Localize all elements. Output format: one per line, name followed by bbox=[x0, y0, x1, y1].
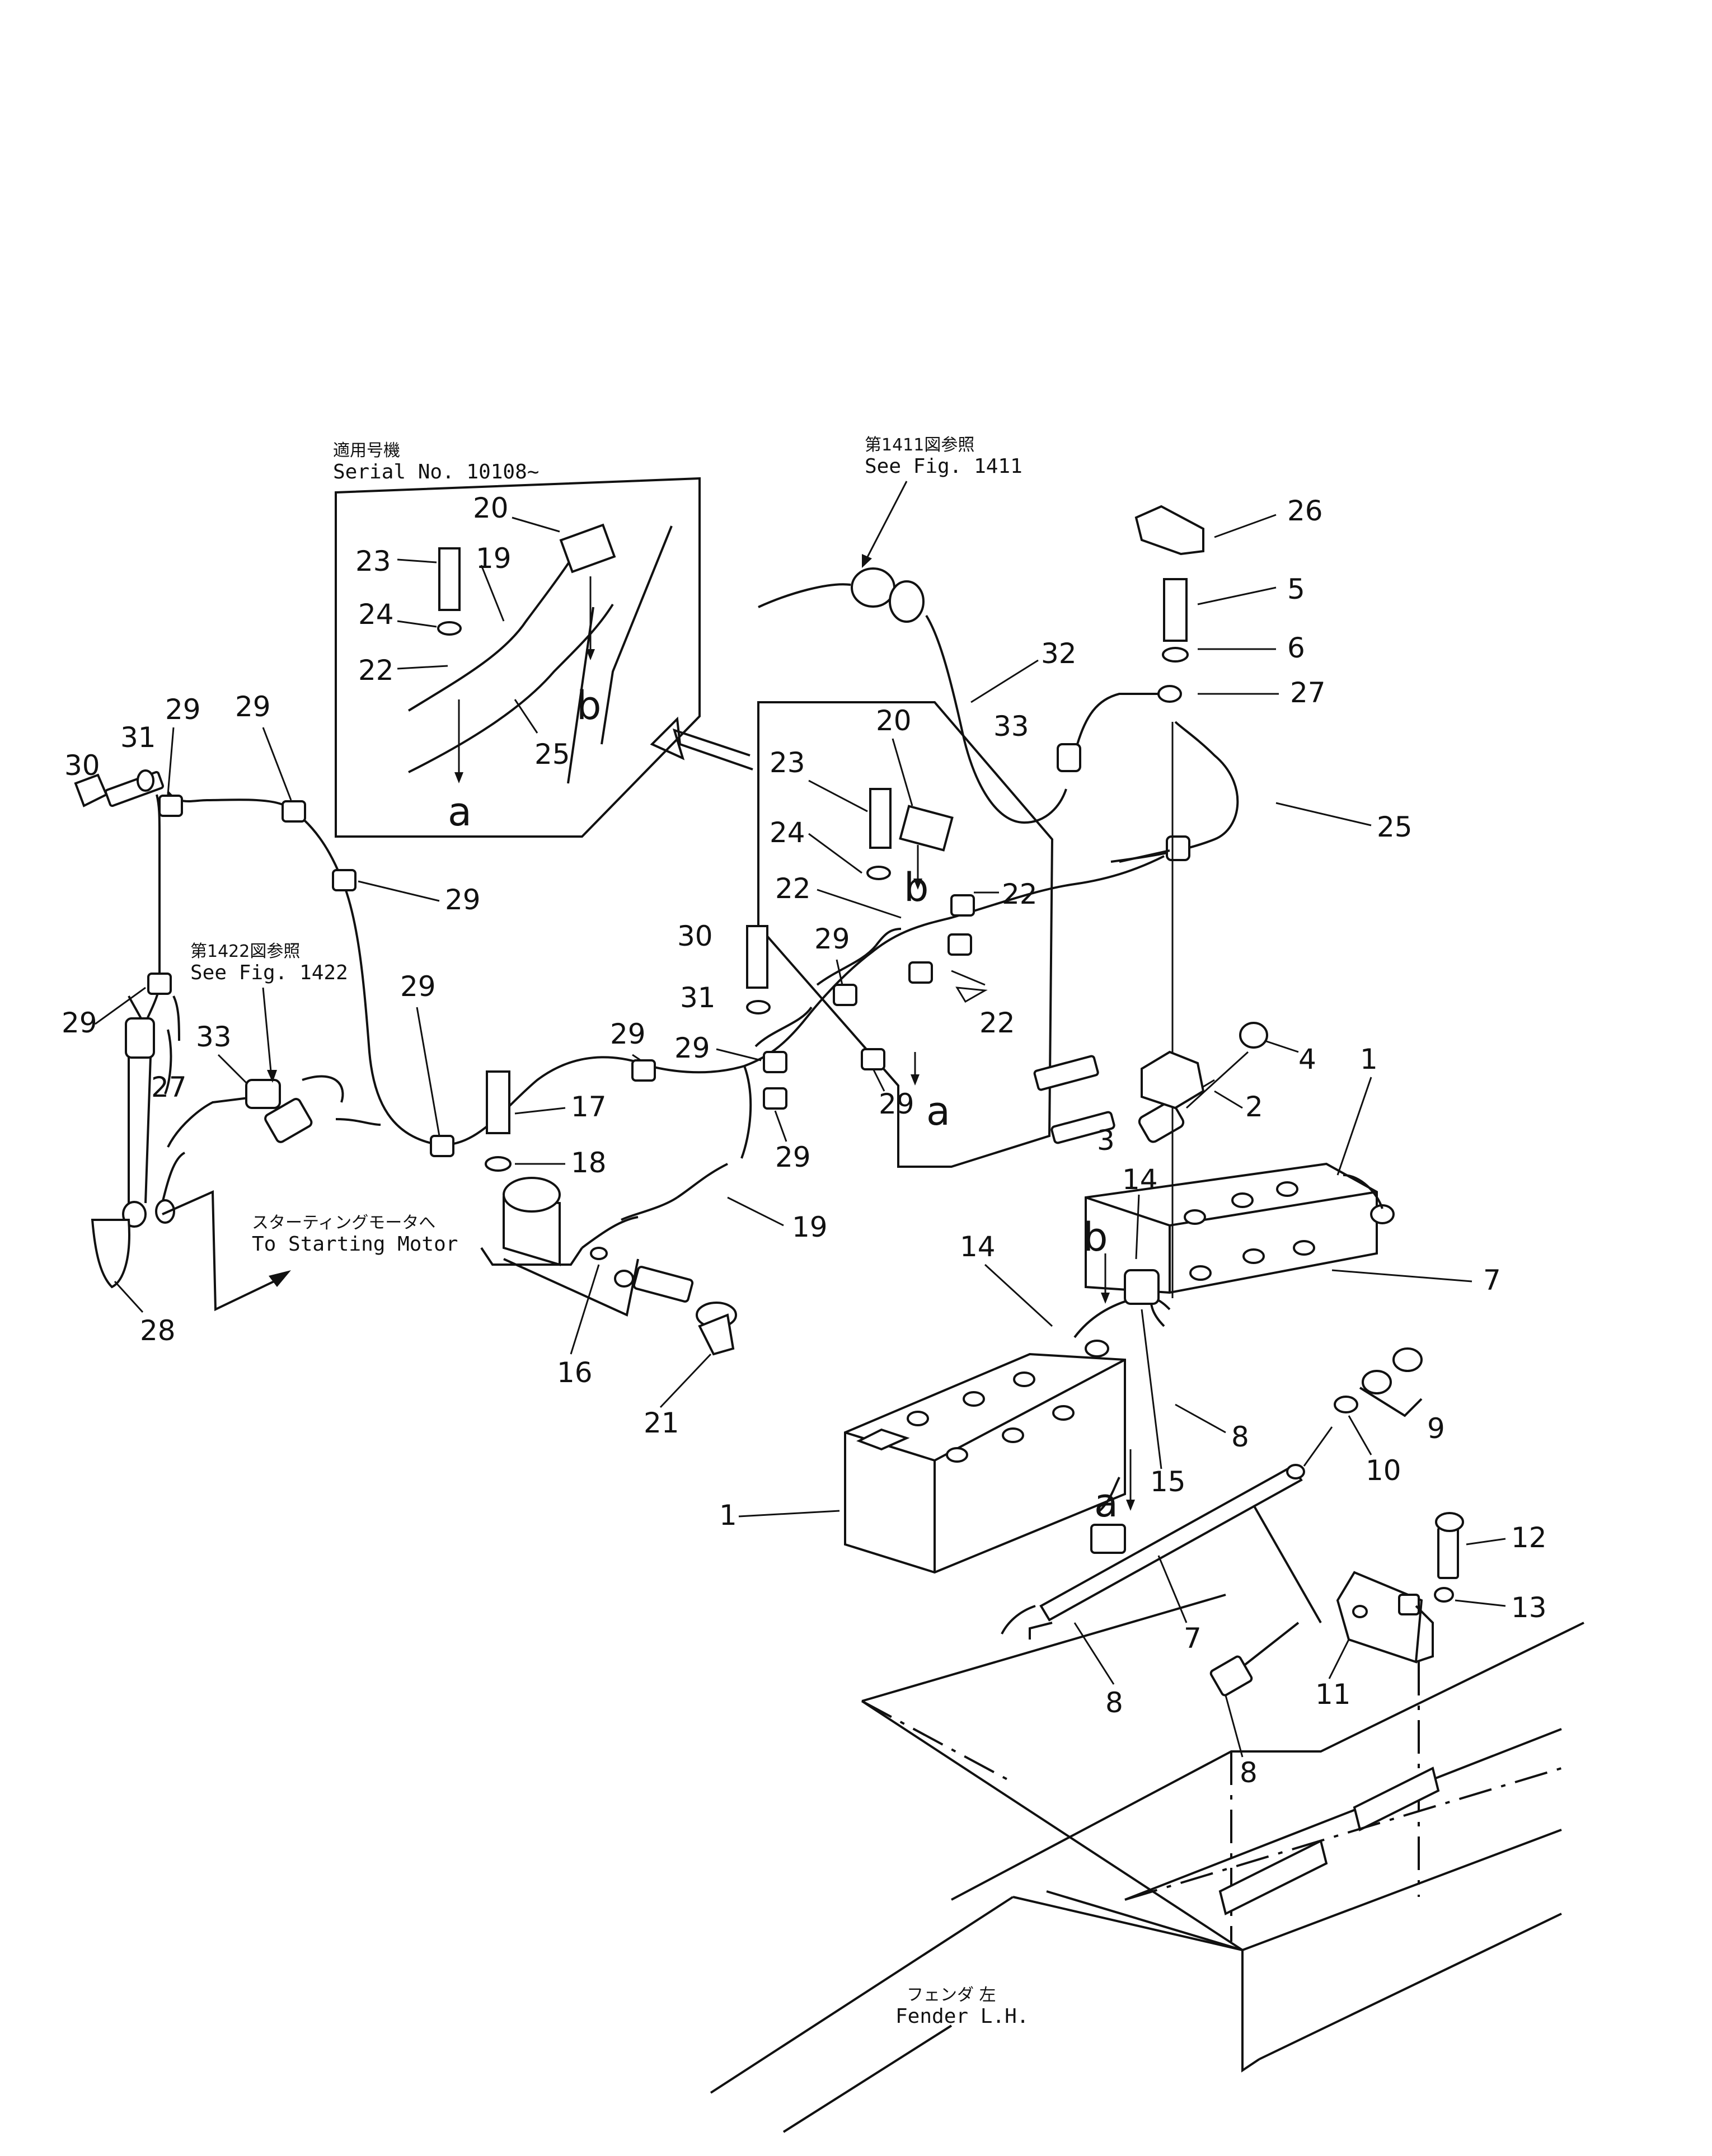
marker-a-detail: a bbox=[926, 1088, 950, 1134]
label-4: 4 bbox=[1298, 1043, 1316, 1075]
label-23-detail: 23 bbox=[770, 746, 805, 779]
label-2: 2 bbox=[1245, 1091, 1263, 1123]
battery-caps-rear bbox=[1184, 1181, 1315, 1281]
marker-b-detail: b bbox=[904, 865, 928, 910]
label-5: 5 bbox=[1287, 573, 1305, 605]
top-bolt-5 bbox=[1134, 505, 1204, 663]
label-14-lower: 14 bbox=[960, 1230, 996, 1263]
label-18: 18 bbox=[571, 1147, 607, 1179]
label-10: 10 bbox=[1366, 1454, 1401, 1487]
marker-b-battery: b bbox=[1083, 1214, 1108, 1260]
clip-29 bbox=[147, 795, 975, 1157]
label-27-left: 27 bbox=[151, 1071, 187, 1103]
label-17: 17 bbox=[571, 1091, 607, 1123]
label-30-center: 30 bbox=[677, 920, 713, 952]
battery-front bbox=[844, 1269, 1171, 1574]
label-29-a: 29 bbox=[165, 693, 201, 726]
label-22-inset: 22 bbox=[358, 654, 394, 687]
marker-a-inset: a bbox=[448, 789, 472, 835]
label-25-main: 25 bbox=[1377, 811, 1413, 843]
caption-see-1422-jp: 第1422図参照 bbox=[190, 942, 300, 961]
label-15: 15 bbox=[1150, 1465, 1186, 1498]
label-31-left: 31 bbox=[120, 721, 156, 754]
label-29-b: 29 bbox=[235, 691, 271, 723]
label-29-i: 29 bbox=[814, 923, 850, 955]
main-harness bbox=[128, 721, 1239, 1221]
label-29-f: 29 bbox=[610, 1018, 646, 1050]
label-29-e: 29 bbox=[400, 970, 436, 1003]
captions: 適用号機 Serial No. 10108~ 第1411図参照 See Fig.… bbox=[190, 435, 1029, 2028]
starting-motor-callout bbox=[162, 1190, 291, 1312]
label-3: 3 bbox=[1097, 1124, 1115, 1157]
caption-see-1422: See Fig. 1422 bbox=[190, 961, 348, 984]
label-14-upper: 14 bbox=[1122, 1163, 1158, 1196]
label-29-j: 29 bbox=[879, 1088, 914, 1120]
label-23-inset: 23 bbox=[355, 545, 391, 577]
battery-rear bbox=[1085, 1162, 1395, 1294]
caption-starting-motor: To Starting Motor bbox=[252, 1233, 458, 1256]
label-31-center: 31 bbox=[680, 981, 716, 1014]
switch-bracket bbox=[1336, 1512, 1464, 1897]
part-number-labels: 1 1 2 3 4 5 6 7 7 8 8 8 9 10 11 12 13 14… bbox=[62, 492, 1547, 1789]
caption-fender: Fender L.H. bbox=[895, 2005, 1029, 2028]
battery-bracket bbox=[1001, 1347, 1423, 1697]
wire-32-harness bbox=[758, 567, 1182, 824]
label-29-h: 29 bbox=[775, 1141, 811, 1173]
battery-caps-front bbox=[907, 1371, 1075, 1463]
label-20-inset: 20 bbox=[473, 492, 509, 524]
label-8-mid: 8 bbox=[1231, 1421, 1249, 1453]
marker-b-inset: b bbox=[576, 683, 601, 729]
label-28: 28 bbox=[140, 1314, 176, 1347]
bolt-30-left bbox=[74, 769, 164, 807]
label-32: 32 bbox=[1041, 637, 1077, 670]
label-13: 13 bbox=[1511, 1591, 1547, 1624]
letter-markers: a b a b a b bbox=[448, 683, 1135, 1526]
label-33-top: 33 bbox=[993, 710, 1029, 743]
label-9: 9 bbox=[1427, 1412, 1445, 1445]
label-29-g: 29 bbox=[674, 1032, 710, 1064]
label-24-detail: 24 bbox=[770, 816, 805, 849]
label-20-detail: 20 bbox=[876, 704, 912, 737]
inset-detail-panel bbox=[757, 701, 1054, 1168]
caption-starting-motor-jp: スターティングモータへ bbox=[252, 1213, 435, 1233]
caption-fender-jp: フェンダ 左 bbox=[907, 1985, 996, 2005]
caption-applicable-jp: 適用号機 bbox=[333, 441, 400, 461]
bolt-30-center bbox=[746, 925, 771, 1014]
caption-see-1411-jp: 第1411図参照 bbox=[865, 435, 974, 455]
label-21: 21 bbox=[644, 1407, 679, 1439]
wire-28-27 bbox=[91, 995, 381, 1289]
relay-assembly bbox=[480, 1070, 737, 1356]
label-24-inset: 24 bbox=[358, 598, 394, 631]
label-22-detail-3: 22 bbox=[979, 1007, 1015, 1039]
label-22-detail-2: 22 bbox=[1002, 878, 1038, 910]
label-29-d: 29 bbox=[62, 1007, 97, 1039]
terminal-parts bbox=[1050, 722, 1268, 1298]
label-11: 11 bbox=[1315, 1678, 1351, 1711]
inset-pointer-arrow bbox=[650, 716, 753, 771]
fender bbox=[710, 1594, 1584, 2133]
label-19-inset: 19 bbox=[476, 542, 512, 575]
label-7-bottom: 7 bbox=[1184, 1622, 1202, 1655]
label-6: 6 bbox=[1287, 632, 1305, 664]
label-26: 26 bbox=[1287, 495, 1323, 527]
label-29-c: 29 bbox=[445, 884, 481, 916]
inset-serial-panel bbox=[335, 477, 701, 838]
label-1-rear: 1 bbox=[1360, 1043, 1378, 1075]
label-8-bottom: 8 bbox=[1240, 1756, 1258, 1789]
label-22-detail-1: 22 bbox=[775, 872, 811, 905]
caption-serial: Serial No. 10108~ bbox=[333, 461, 539, 483]
label-8-left: 8 bbox=[1105, 1687, 1123, 1719]
label-1-front: 1 bbox=[719, 1499, 737, 1532]
label-25-inset: 25 bbox=[534, 738, 570, 771]
label-33-left: 33 bbox=[196, 1021, 232, 1053]
label-27-top: 27 bbox=[1290, 677, 1326, 709]
label-12: 12 bbox=[1511, 1521, 1547, 1554]
clamp-bolt-3 bbox=[1033, 1050, 1205, 1110]
label-7-right: 7 bbox=[1483, 1264, 1501, 1297]
marker-a-bracket: a bbox=[1094, 1480, 1118, 1526]
caption-see-1411: See Fig. 1411 bbox=[865, 455, 1022, 478]
label-16: 16 bbox=[557, 1356, 593, 1389]
label-19-main: 19 bbox=[792, 1211, 828, 1243]
